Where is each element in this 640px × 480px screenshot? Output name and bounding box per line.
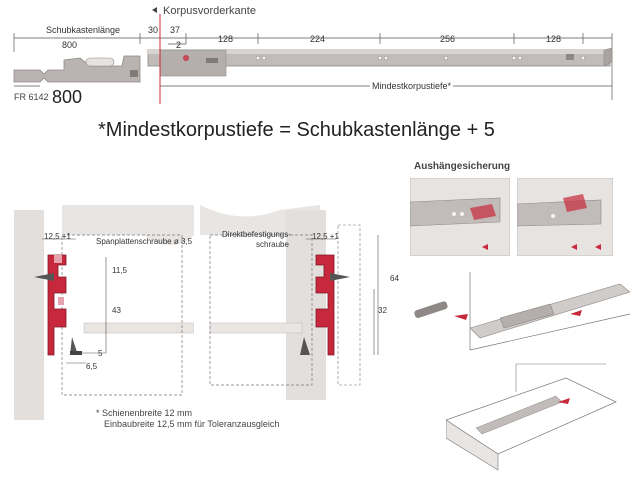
model-size: 800 [52, 87, 83, 107]
dim-128-b: 128 [546, 34, 562, 44]
dim-224: 224 [310, 34, 326, 44]
note-install-width: Einbaubreite 12,5 mm für Toleranzausglei… [104, 419, 280, 429]
front-edge-label: Korpusvorderkante [163, 5, 256, 17]
right-section-drawing [200, 205, 379, 400]
dim-2: 2 [176, 40, 182, 50]
dim-128-a: 128 [218, 34, 234, 44]
left-dim-12-5: 12,5 +1 [44, 232, 71, 241]
note-rail-width: * Schienenbreite 12 mm [96, 408, 193, 418]
left-dim-43: 43 [112, 306, 121, 315]
drawer-length-label: Schubkastenlänge [46, 25, 121, 35]
dim-256: 256 [440, 34, 456, 44]
right-dim-64: 64 [390, 274, 399, 283]
detach-perspective-rail [414, 272, 630, 351]
right-dim-12-5: 12,5 +1 [312, 232, 339, 241]
detach-detail-1 [410, 178, 510, 256]
min-depth-label: Mindestkorpustiefe* [370, 81, 454, 91]
detach-title: Aushängesicherung [414, 161, 511, 172]
dim-30: 30 [148, 25, 159, 35]
detach-detail-2 [517, 178, 613, 256]
right-dim-32: 32 [378, 306, 387, 315]
formula-text: *Mindestkorpustiefe = Schubkastenlänge +… [98, 119, 495, 141]
drawer-perspective [446, 363, 617, 471]
left-dim-11-5: 11,5 [112, 266, 127, 275]
drawer-length-value: 800 [62, 40, 78, 50]
left-dim-6-5: 6,5 [86, 362, 98, 371]
left-screw-label: Spanplattenschraube ø 3,5 [96, 237, 193, 246]
right-screw-label-1: Direktbefestigungs- [222, 230, 291, 239]
left-dim-5: 5 [98, 349, 103, 358]
left-section-drawing [14, 205, 194, 420]
rail-side-view [13, 7, 613, 104]
dim-37: 37 [170, 25, 181, 35]
right-screw-label-2: schraube [256, 240, 289, 249]
model-code: FR 6142 [14, 92, 49, 102]
